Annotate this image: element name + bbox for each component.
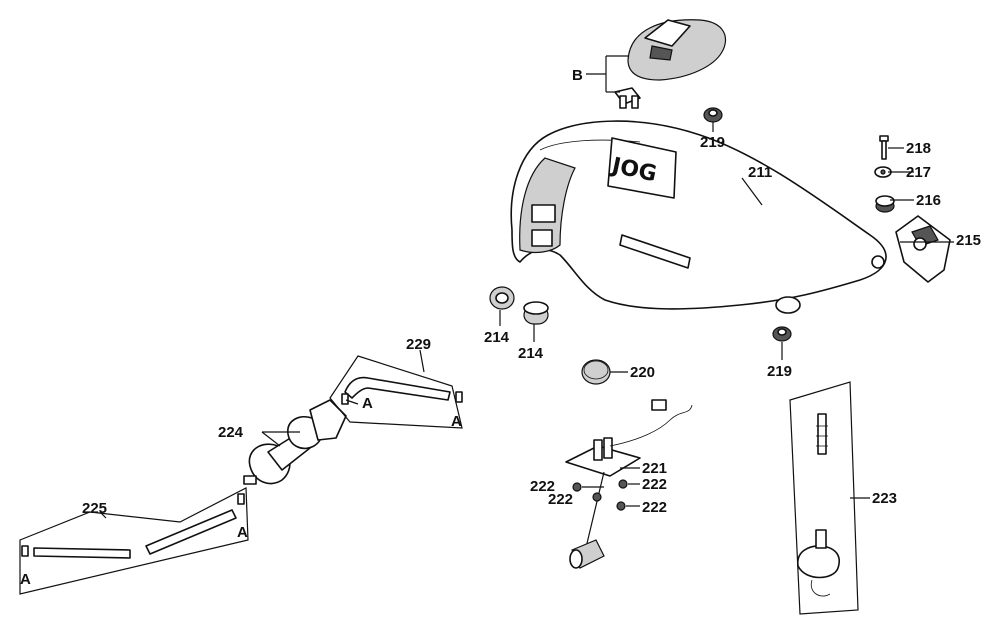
part-214-damper-right <box>523 301 549 325</box>
callout-211: 211 <box>748 164 772 181</box>
leader-lines <box>99 122 954 519</box>
callout-222-b: 222 <box>548 491 573 508</box>
part-217-washer <box>874 166 892 178</box>
callout-217: 217 <box>906 164 931 181</box>
callout-214-right: 214 <box>518 345 544 362</box>
callout-a-3: A <box>237 524 248 541</box>
callout-221: 221 <box>642 460 667 477</box>
callout-220: 220 <box>630 364 655 381</box>
callout-a-4: A <box>20 571 31 588</box>
callout-215: 215 <box>956 232 981 249</box>
callout-214-left: 214 <box>484 329 510 346</box>
callout-229: 229 <box>406 336 431 353</box>
bracket-b <box>586 55 628 93</box>
part-218-bolt <box>879 135 889 160</box>
callout-219-top: 219 <box>700 134 725 151</box>
part-214-damper-left <box>489 286 515 310</box>
callout-222-a: 222 <box>530 478 555 495</box>
part-b-cover <box>614 19 727 109</box>
callout-224: 224 <box>218 424 244 441</box>
callout-222-c: 222 <box>642 476 667 493</box>
callout-225: 225 <box>82 500 107 517</box>
part-224-fuel-filter <box>243 399 347 485</box>
part-229-hose <box>329 355 463 429</box>
fuel-tank-211: JOG <box>510 120 887 314</box>
callout-219-bottom: 219 <box>767 363 792 380</box>
part-220-cap <box>581 359 611 385</box>
part-223-fuel-cock <box>789 381 859 615</box>
callout-a-2: A <box>451 413 462 430</box>
callout-218: 218 <box>906 140 931 157</box>
part-215-bracket <box>895 215 951 283</box>
part-225-hose <box>19 487 249 595</box>
callout-a-1: A <box>362 395 373 412</box>
callout-b: B <box>572 67 583 84</box>
part-219-grommet-top <box>703 107 723 123</box>
part-219-grommet-bottom <box>772 326 792 342</box>
part-222-nuts <box>572 479 628 511</box>
callout-222-d: 222 <box>642 499 667 516</box>
part-216-grommet <box>875 195 895 213</box>
callout-216: 216 <box>916 192 941 209</box>
callout-223: 223 <box>872 490 897 507</box>
